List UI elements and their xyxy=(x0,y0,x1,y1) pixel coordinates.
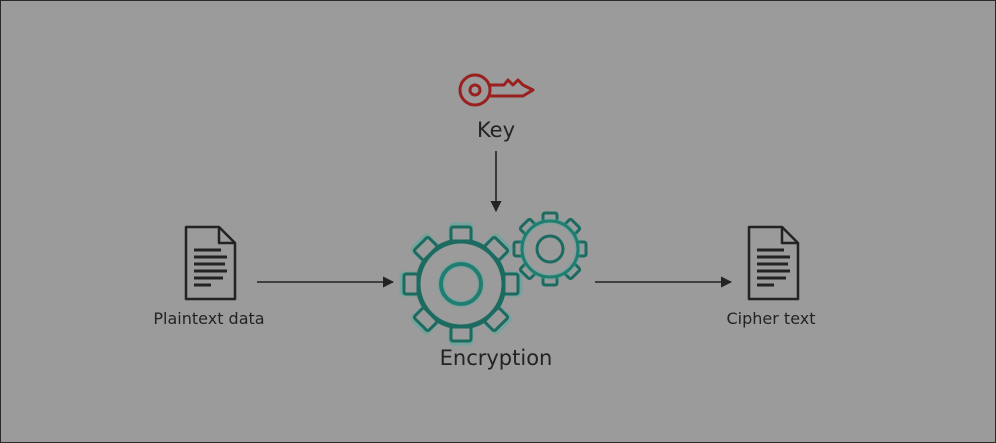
large-gear-icon xyxy=(399,222,523,346)
cipher-label: Cipher text xyxy=(726,309,816,328)
encryption-label: Encryption xyxy=(439,346,553,370)
key-icon xyxy=(458,73,535,107)
key-label: Key xyxy=(476,118,516,142)
cipher-document-icon xyxy=(747,225,800,301)
small-gear-icon xyxy=(512,211,588,287)
plaintext-label: Plaintext data xyxy=(153,309,265,328)
gears-icon xyxy=(399,211,588,346)
plaintext-document-icon xyxy=(184,225,237,301)
